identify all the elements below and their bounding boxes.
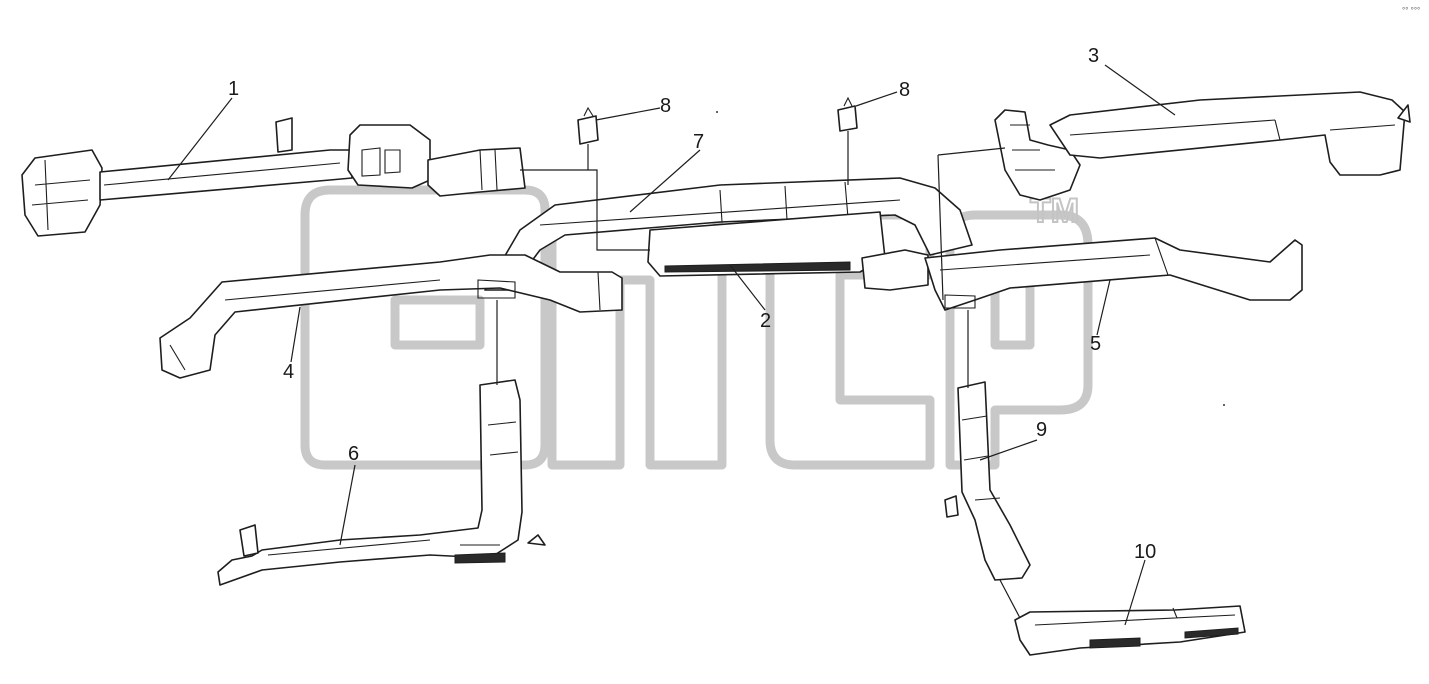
- callout-4: 4: [283, 361, 294, 383]
- part-5-right-lower-duct: [924, 237, 1303, 311]
- callout-5: 5: [1090, 333, 1101, 355]
- part-8-clip-left: [577, 106, 599, 145]
- part-7-center-crossover-duct: [484, 177, 973, 291]
- callout-6: 6: [348, 443, 359, 465]
- corner-mark: °° °°°: [1402, 6, 1420, 15]
- stray-marks: [716, 111, 1225, 406]
- part-10-right-floor-duct: [1014, 605, 1246, 656]
- callout-9: 9: [1036, 419, 1047, 441]
- callout-3: 3: [1088, 45, 1099, 67]
- callout-7: 7: [693, 131, 704, 153]
- assembly-lines: [496, 131, 1021, 619]
- leader-lines: [167, 64, 1176, 626]
- callout-1: 1: [228, 78, 239, 100]
- part-4-left-lower-duct: [159, 254, 623, 379]
- part-3-right-upper-duct: [994, 91, 1411, 201]
- callout-2: 2: [760, 310, 771, 332]
- part-2-center-plenum: [647, 211, 929, 291]
- callout-8-left: 8: [660, 95, 671, 117]
- part-1-left-upper-duct: [21, 117, 526, 237]
- part-6-left-floor-duct: [217, 379, 546, 586]
- callout-8-right: 8: [899, 79, 910, 101]
- part-8-clip-right: [837, 96, 858, 132]
- callout-10: 10: [1134, 541, 1156, 563]
- part-9-right-vertical-duct: [944, 381, 1031, 581]
- callout-labels: 1 2 3 4 5 6 7 8 8 9 10: [228, 45, 1156, 563]
